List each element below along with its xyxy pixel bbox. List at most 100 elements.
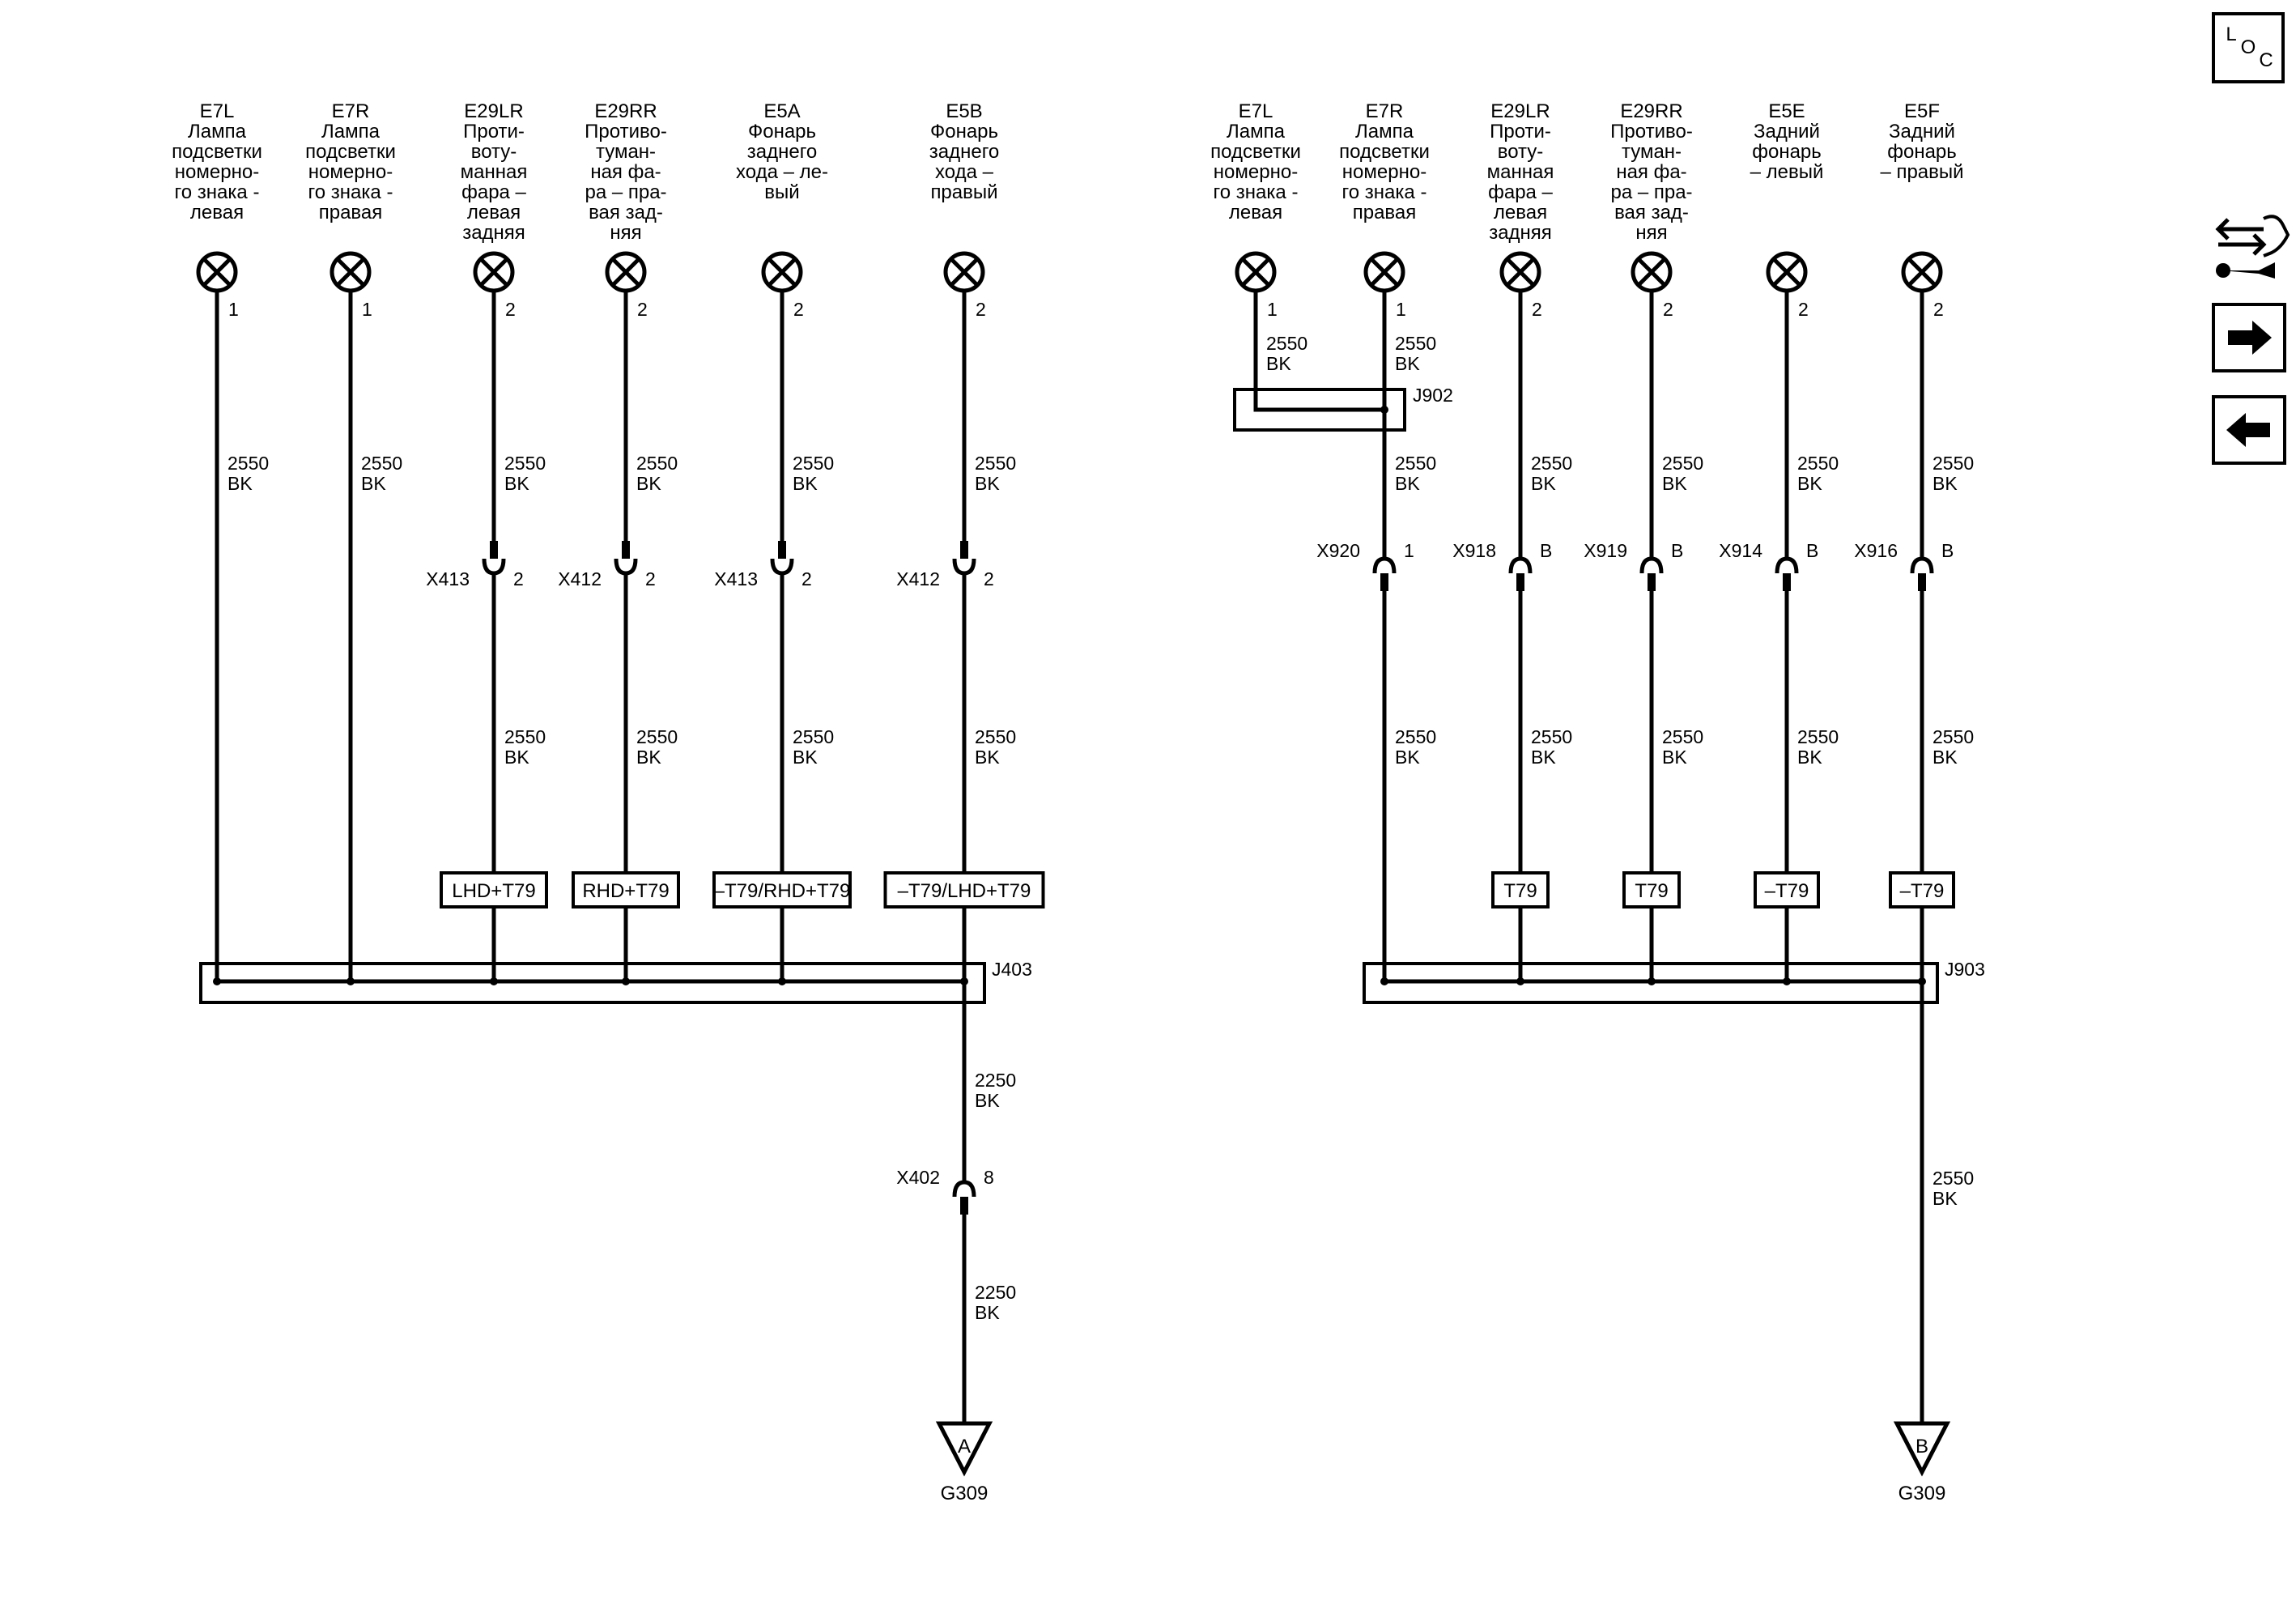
wire-gauge-label: 2550	[1531, 453, 1572, 474]
pin-number: 2	[505, 299, 516, 320]
wire-color-label: BK	[504, 473, 529, 494]
connector-pin-number: B	[1540, 540, 1552, 561]
right-circuit: E7L Лампа подсветки номерно-го знака -левая…	[1210, 100, 1985, 1504]
wire-gauge-label: 2550	[975, 453, 1016, 474]
component-description: хода –	[935, 161, 994, 183]
component-description: Задний	[1889, 121, 1955, 143]
wire-gauge-label: 2550	[361, 453, 402, 474]
component-code: E7L	[1239, 100, 1273, 122]
lamp-cross	[337, 258, 364, 286]
connector-pin-number: B	[1806, 540, 1818, 561]
wire-color-label: BK	[975, 747, 1000, 768]
wire-gauge-label: 2250	[975, 1282, 1016, 1303]
arrow-left-icon	[2226, 413, 2270, 447]
component-description: заднего	[929, 141, 1000, 163]
component-description: ра – пра-	[1610, 181, 1692, 203]
connector-name: X918	[1452, 540, 1496, 561]
loc-frame[interactable]	[2212, 12, 2285, 83]
component-description: го знака -	[175, 181, 260, 203]
lamp-symbol-icon	[1766, 251, 1808, 293]
component-description: го знака -	[308, 181, 393, 203]
lamp-cross	[1773, 258, 1801, 286]
wire-gauge-label: 2550	[1662, 726, 1703, 747]
wire-color-label: BK	[1395, 353, 1420, 374]
arrow-stroke	[2218, 233, 2267, 256]
connector-cup	[1372, 556, 1397, 574]
component-code: E7L	[200, 100, 235, 122]
option-label: LHD+T79	[452, 880, 535, 902]
connector-name: X919	[1584, 540, 1627, 561]
loc-button[interactable]: LOC	[2212, 12, 2285, 83]
component-code: E5F	[1904, 100, 1940, 122]
component-description: номерно-	[1342, 161, 1426, 183]
connector-name: X413	[426, 568, 470, 589]
option-label: –T79	[1900, 880, 1945, 902]
component-description: го знака -	[1214, 181, 1299, 203]
wire-gauge-label: 2550	[1932, 1168, 1974, 1189]
wire-gauge-label: 2550	[975, 726, 1016, 747]
connector-symbol-icon	[1775, 556, 1799, 591]
arrow-right-button[interactable]	[2212, 303, 2286, 372]
ground-name: G309	[941, 1483, 989, 1504]
wire-color-label: BK	[975, 1090, 1000, 1111]
component-code: E5B	[946, 100, 982, 122]
connector-symbol-icon	[1910, 556, 1934, 591]
connector-symbol-icon	[770, 541, 794, 576]
component-description: Лампа	[1355, 121, 1414, 143]
option-frame	[1754, 871, 1820, 908]
component-code: E5A	[763, 100, 800, 122]
connector-pin	[1918, 573, 1926, 591]
wire-color-label: BK	[504, 747, 529, 768]
wire-gauge-label: 2550	[1531, 726, 1572, 747]
lamp-symbol-icon	[196, 251, 238, 293]
component-description: фонарь	[1752, 141, 1822, 163]
splice-bus	[1253, 372, 1384, 412]
wire-gauge-label: 2550	[1662, 453, 1703, 474]
connector-pin	[1516, 573, 1524, 591]
component-description: левая	[1229, 202, 1282, 223]
ground-letter: A	[958, 1436, 971, 1457]
splice-dot	[490, 977, 498, 985]
connector-wrench-icon[interactable]	[2215, 215, 2290, 279]
component-description: заднего	[747, 141, 818, 163]
arrow-left-button[interactable]	[2212, 395, 2286, 465]
wire-color-label: BK	[1662, 473, 1687, 494]
component-description: Проти-	[463, 121, 525, 143]
component-description: вая зад-	[1614, 202, 1689, 223]
connector-pin	[778, 541, 786, 559]
wire-color-label: BK	[1932, 473, 1958, 494]
component-code: E29LR	[1490, 100, 1550, 122]
wire-gauge-label: 2550	[1932, 726, 1974, 747]
lamp-symbol-icon	[1235, 251, 1277, 293]
wrench-shape	[2222, 262, 2275, 279]
option-label: –T79	[1765, 880, 1809, 902]
ground-triangle	[1893, 1421, 1951, 1477]
component-description: правый	[930, 181, 997, 203]
connector-cup	[1775, 556, 1799, 574]
component-description: подсветки	[1210, 141, 1301, 163]
wire-gauge-label: 2250	[975, 1070, 1016, 1091]
wire-gauge-label: 2550	[1797, 453, 1839, 474]
lamp-cross	[1638, 258, 1665, 286]
wire-color-label: BK	[361, 473, 386, 494]
wire-color-label: BK	[1395, 747, 1420, 768]
connector-pin-number: 2	[801, 568, 812, 589]
wire-gauge-label: 2550	[227, 453, 269, 474]
wire-color-label: BK	[793, 473, 818, 494]
arrow-right-icon	[2228, 321, 2272, 355]
connector-pin-number: 2	[984, 568, 994, 589]
lamp-cross	[1242, 258, 1269, 286]
connector-name: X413	[714, 568, 758, 589]
wire-color-label: BK	[975, 473, 1000, 494]
connector-pin	[622, 541, 630, 559]
option-box: T79	[1491, 871, 1550, 908]
connector-pin	[1783, 573, 1791, 591]
lamp-symbol-icon	[943, 251, 985, 293]
option-box: –T79/LHD+T79	[883, 871, 1045, 908]
